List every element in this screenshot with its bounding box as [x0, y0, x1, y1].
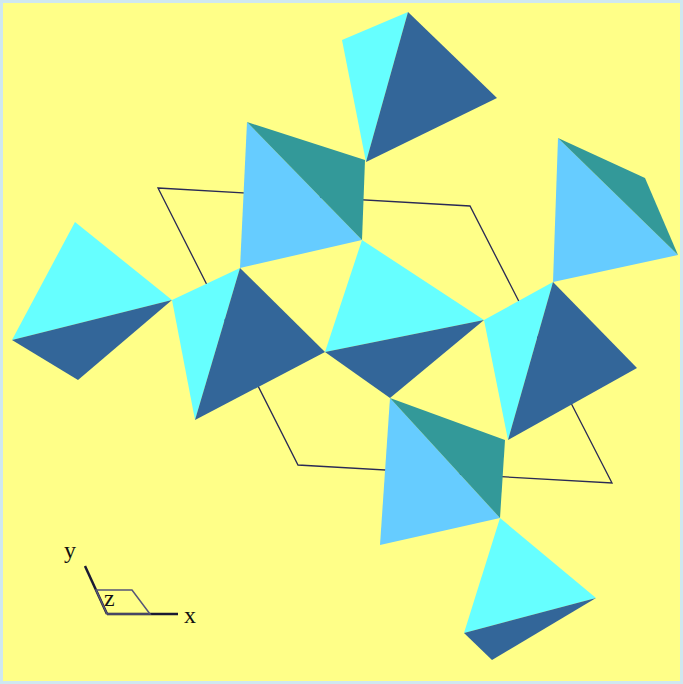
- axis-label: y: [64, 538, 76, 562]
- axis-label: x: [184, 603, 196, 627]
- tetrahedra: [12, 12, 678, 660]
- axis-label: z: [104, 586, 115, 610]
- axis-triad: [85, 566, 178, 614]
